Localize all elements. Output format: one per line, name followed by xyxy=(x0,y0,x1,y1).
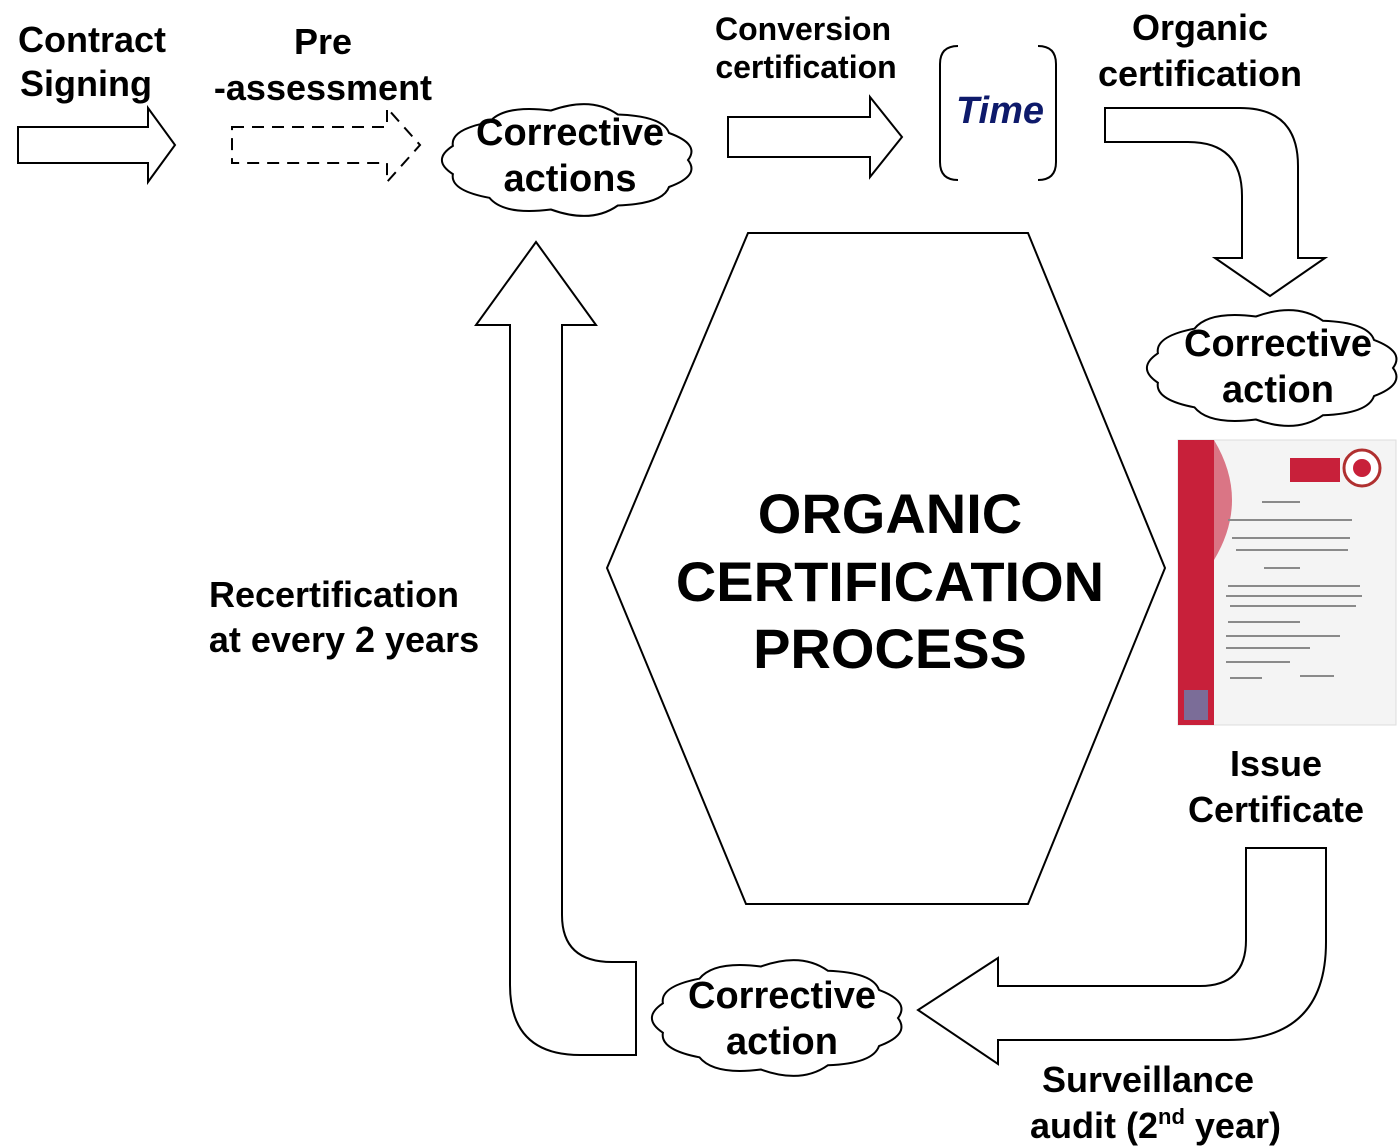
recertification-line1: Recertification xyxy=(209,574,459,615)
surveillance-arrow xyxy=(916,847,1327,1066)
organic-certification-arrow xyxy=(1104,107,1329,298)
organic-certification-line1: Organic xyxy=(1132,7,1268,48)
time-label: Time xyxy=(956,90,1044,132)
cloud-right-line1: Corrective xyxy=(1184,323,1372,365)
certificate-red-band xyxy=(1178,440,1214,725)
certificate-image xyxy=(1177,439,1397,726)
issue-certificate-line1: Issue xyxy=(1230,743,1322,784)
surveillance-audit-prefix: audit (2 xyxy=(1030,1105,1158,1146)
pre-assessment-line1: Pre xyxy=(294,21,352,62)
surveillance-audit-suffix: year) xyxy=(1185,1105,1281,1146)
cloud-top-line2: actions xyxy=(503,158,636,200)
pre-assessment-line2: -assessment xyxy=(214,67,432,108)
conversion-certification-line2: certification xyxy=(715,49,896,85)
contract-arrow xyxy=(17,104,177,186)
cloud-top-line1: Corrective xyxy=(476,112,664,154)
cloud-corrective-action-bottom xyxy=(650,959,903,1077)
cloud-bottom-line2: action xyxy=(726,1021,838,1063)
issue-certificate-line2: Certificate xyxy=(1188,789,1364,830)
recertification-line2: at every 2 years xyxy=(209,619,479,660)
time-bracket-right xyxy=(1037,45,1057,181)
contract-signing-line1: Contract xyxy=(18,19,166,60)
conversion-certification-line1: Conversion xyxy=(715,11,891,47)
cloud-corrective-action-right xyxy=(1145,309,1398,427)
surveillance-audit-line2: audit (2nd year) xyxy=(1030,1104,1281,1146)
cloud-bottom-line1: Corrective xyxy=(688,975,876,1017)
cloud-corrective-actions-top xyxy=(440,103,693,217)
contract-signing-line2: Signing xyxy=(20,63,152,104)
surveillance-audit-line1: Surveillance xyxy=(1042,1059,1254,1100)
organic-certification-line2: certification xyxy=(1098,53,1302,94)
surveillance-audit-superscript: nd xyxy=(1158,1104,1185,1129)
conversion-arrow xyxy=(727,94,904,180)
time-bracket-left xyxy=(939,45,959,181)
center-title-line3: PROCESS xyxy=(753,617,1027,680)
process-hexagon xyxy=(605,232,1167,905)
cloud-right-line2: action xyxy=(1222,369,1334,411)
center-title-line2: CERTIFICATION xyxy=(676,550,1104,613)
pre-assessment-arrow xyxy=(231,105,422,185)
recertification-arrow xyxy=(474,240,637,1056)
center-title-line1: ORGANIC xyxy=(758,482,1022,545)
